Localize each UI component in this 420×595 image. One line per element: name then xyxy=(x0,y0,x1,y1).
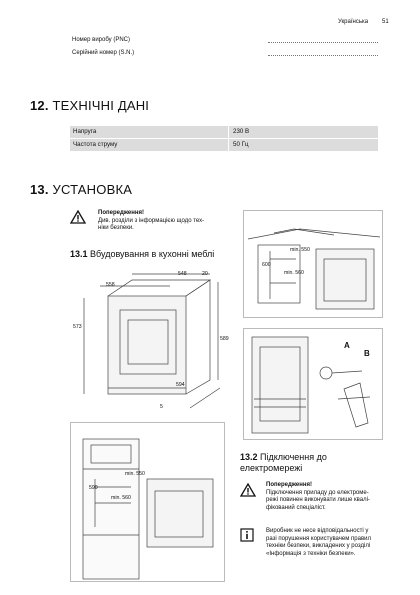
mounting-drawing xyxy=(251,336,371,434)
label-a: A xyxy=(344,341,350,350)
info-line: «Інформація з техніки безпеки». xyxy=(266,550,356,557)
sn-dots xyxy=(268,51,378,56)
dim-bottom: 594 xyxy=(176,382,185,388)
spec-voltage-label: Напруга xyxy=(73,128,97,135)
section-13-number: 13. xyxy=(30,182,49,197)
page-number: 51 xyxy=(382,19,389,25)
spec-voltage-value: 230 В xyxy=(233,128,250,135)
info-line: техніки безпеки, викладених у розділі xyxy=(266,543,371,549)
warning2-title: Попередження! xyxy=(266,482,313,488)
warning-icon xyxy=(70,210,86,224)
warning2-line: фікований спеціаліст. xyxy=(266,504,326,511)
dim-top: 558 xyxy=(106,282,115,288)
pnc-label: Номер виробу (PNC) xyxy=(72,37,130,43)
dim-height-inner: 589 xyxy=(220,336,229,342)
warning2-block: Попередження! Підключення приладу до еле… xyxy=(266,482,396,512)
diagram-oven-cabinet-side: min. 550 600 min. 560 xyxy=(243,210,383,318)
section-13-title: 13. УСТАНОВКА xyxy=(30,182,132,197)
section-12-heading: ТЕХНІЧНІ ДАНІ xyxy=(52,98,150,113)
label-b: B xyxy=(364,349,370,358)
spec-row: Частота струму 50 Гц xyxy=(70,139,378,151)
info-block: Виробник не несе відповідальності у разі… xyxy=(266,528,396,558)
diagram-mounting-screws: A B xyxy=(243,328,383,440)
subsection-13-1: 13.1 Вбудовування в кухонні меблі xyxy=(70,249,214,259)
dim-min560: min. 560 xyxy=(284,270,304,276)
spec-frequency-label: Частота струму xyxy=(73,141,118,148)
info-line: Виробник не несе відповідальності у xyxy=(266,528,369,534)
header-language: Українська xyxy=(338,19,369,25)
cabinet-drawing xyxy=(83,273,221,409)
section-12-number: 12. xyxy=(30,98,49,113)
warning2-line: режі повинен виконувати лише квалі- xyxy=(266,497,370,503)
dim-height: 573 xyxy=(73,324,82,330)
subsection-13-2: 13.2 Підключення до електромережі xyxy=(240,452,327,474)
dim-600: 600 xyxy=(262,262,271,268)
warning-block: Попередження! Див. розділи з інформацією… xyxy=(98,210,233,233)
diagram-column-cabinet: min. 550 590 min. 560 xyxy=(70,422,225,582)
subsection-13-2-title-2: електромережі xyxy=(240,463,303,473)
warning-icon xyxy=(240,483,256,497)
dim-min550: min. 550 xyxy=(125,471,145,477)
section-13-heading: УСТАНОВКА xyxy=(52,182,133,197)
dim-min550: min. 550 xyxy=(290,247,310,253)
dim-width: 548 xyxy=(178,271,187,277)
spec-row: Напруга 230 В xyxy=(70,126,378,138)
info-icon xyxy=(240,528,254,542)
dim-gap: 5 xyxy=(160,404,163,410)
subsection-13-2-title: Підключення до xyxy=(260,452,327,462)
column-drawing xyxy=(82,438,214,580)
warning-line: Див. розділи з інформацією щодо тех- xyxy=(98,217,205,224)
subsection-13-2-number: 13.2 xyxy=(240,452,258,462)
subsection-13-1-title: Вбудовування в кухонні меблі xyxy=(90,249,215,259)
info-line: разі порушення користувачем правил xyxy=(266,535,371,542)
oven-side-drawing xyxy=(247,228,381,310)
section-12-title: 12. ТЕХНІЧНІ ДАНІ xyxy=(30,98,149,113)
diagram-cabinet-dimensions: 548 20 558 573 589 594 5 xyxy=(70,268,230,416)
dim-590: 590 xyxy=(89,485,98,491)
dim-depth: 20 xyxy=(202,271,208,277)
pnc-dots xyxy=(268,38,378,43)
warning-line: ніки безпеки. xyxy=(98,225,134,231)
warning2-line: Підключення приладу до електроме- xyxy=(266,489,369,496)
warning-title: Попередження! xyxy=(98,210,145,216)
sn-label: Серійний номер (S.N.) xyxy=(72,50,135,56)
spec-frequency-value: 50 Гц xyxy=(233,141,249,148)
subsection-13-1-number: 13.1 xyxy=(70,249,88,259)
dim-min560: min. 560 xyxy=(111,495,131,501)
